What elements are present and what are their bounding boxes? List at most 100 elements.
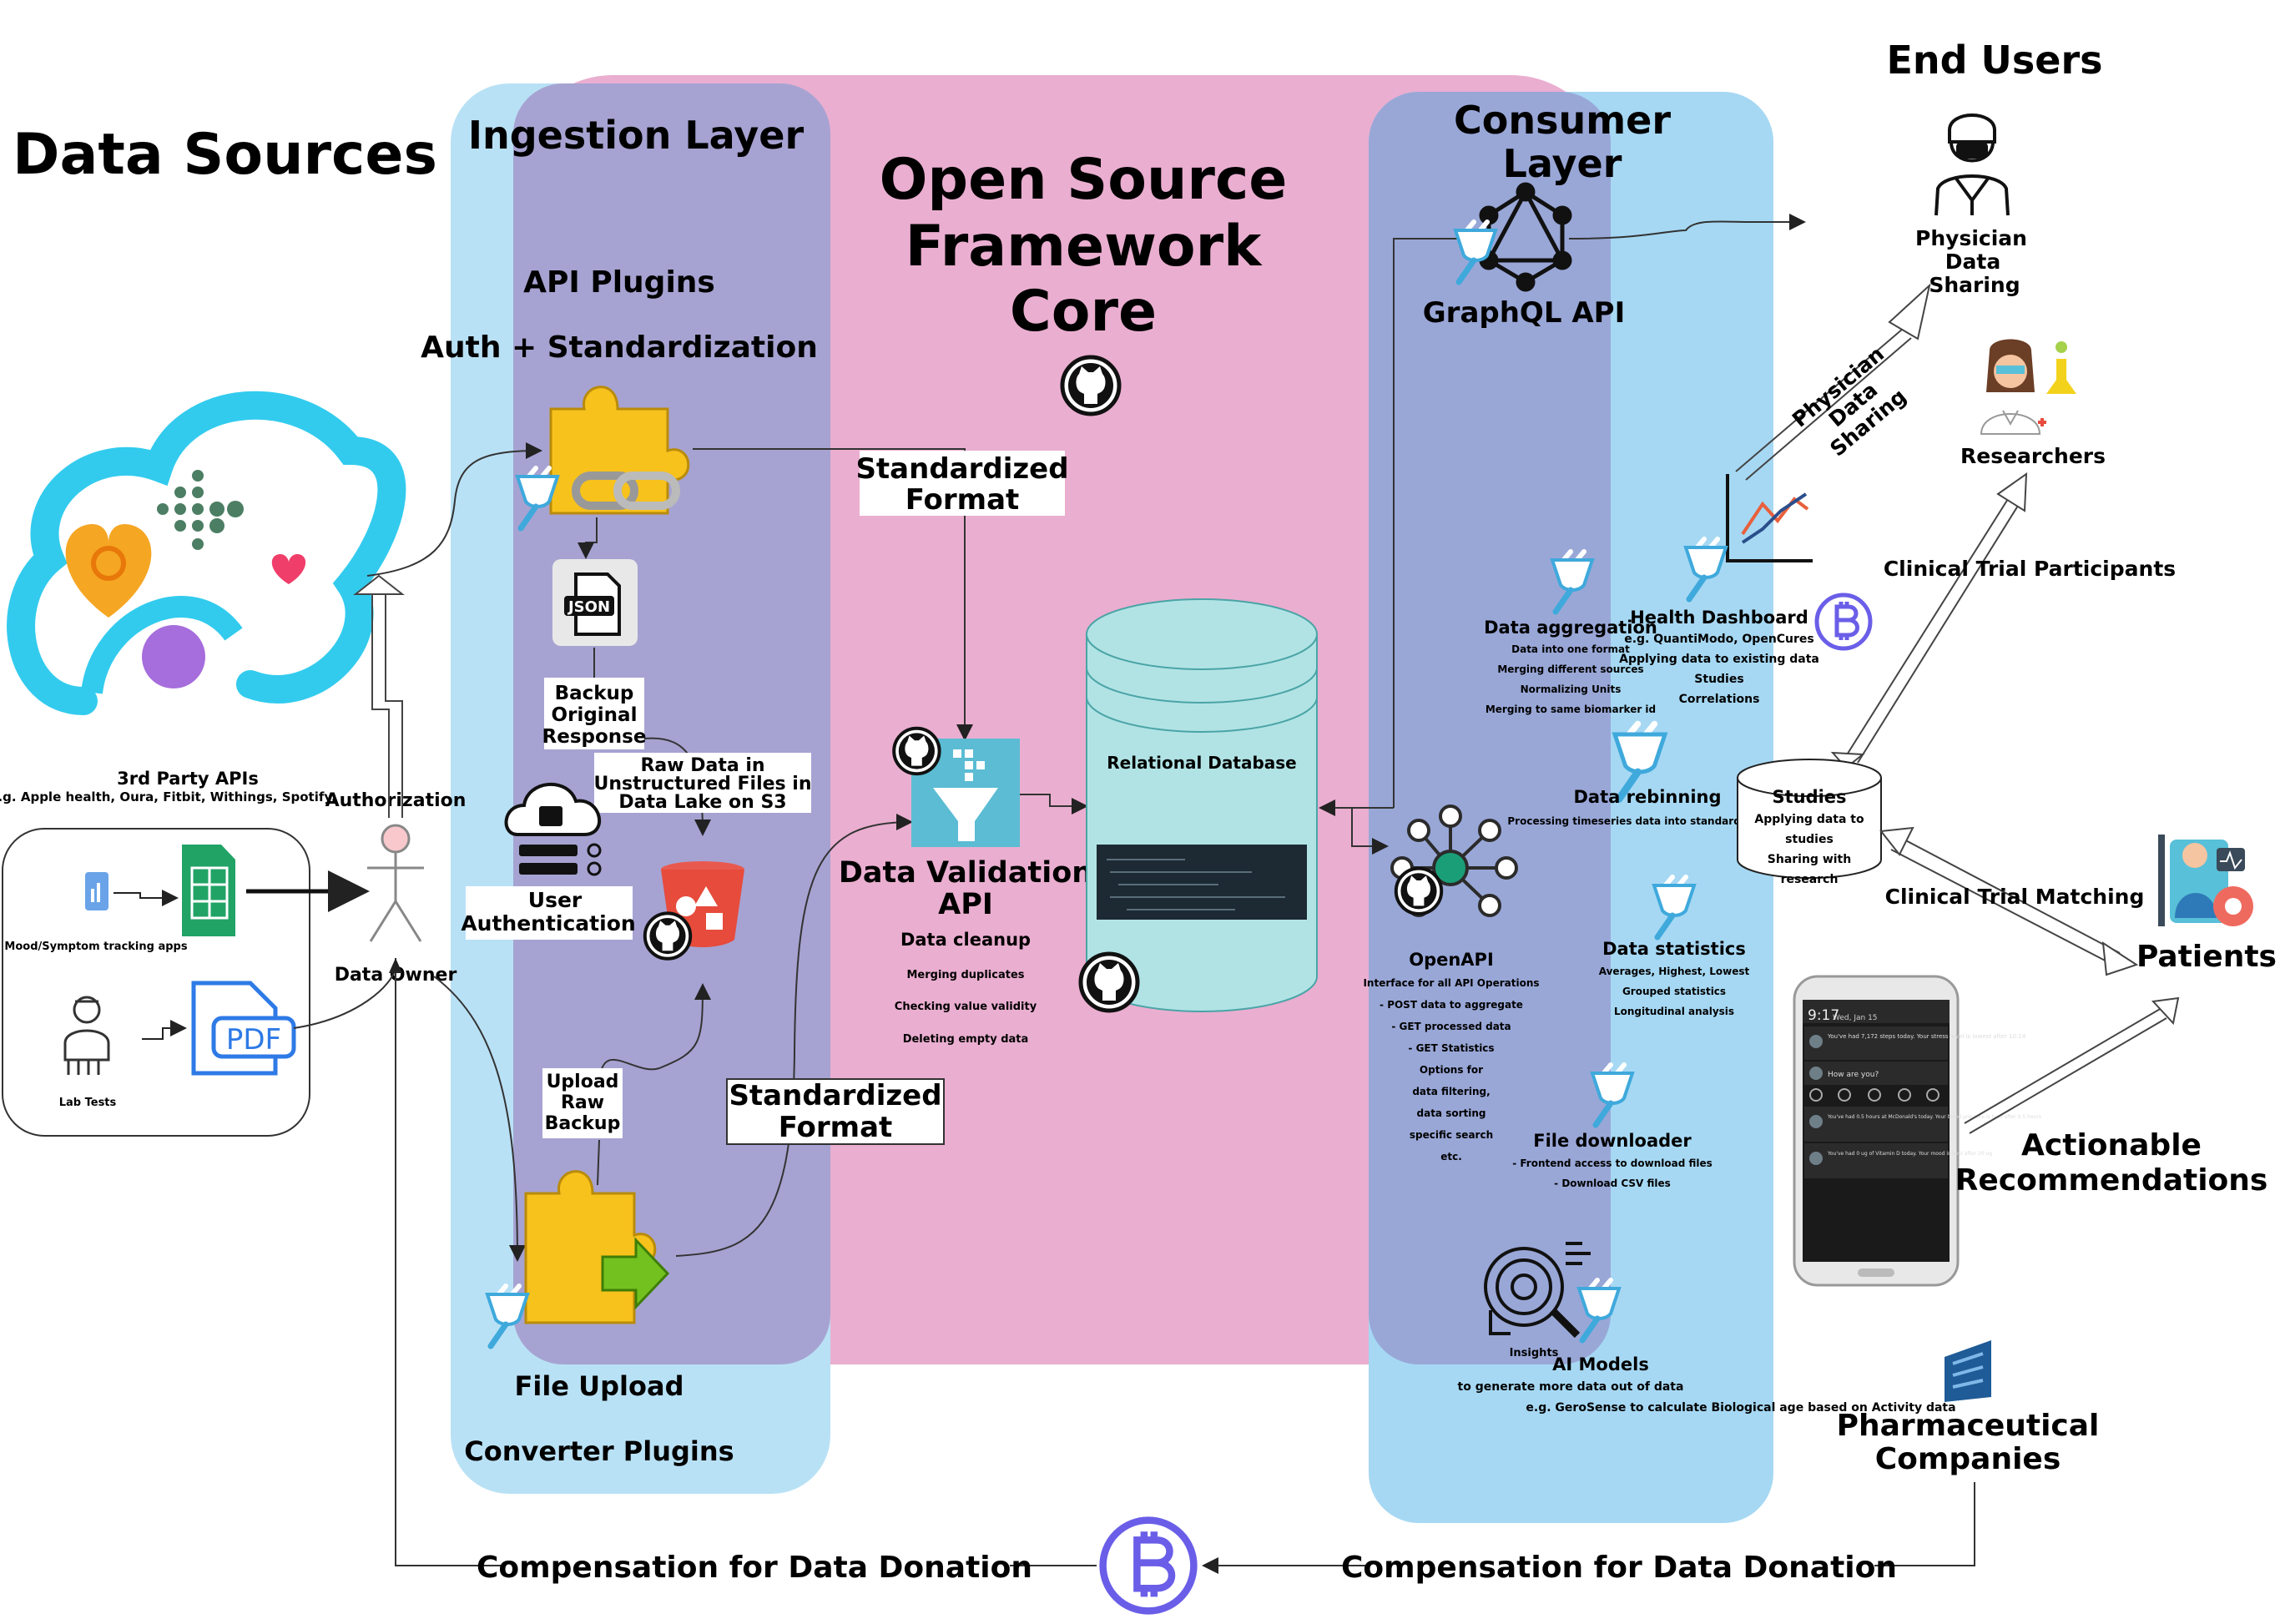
- svg-text:Format: Format: [779, 1111, 893, 1144]
- lab-technician-icon: [63, 996, 110, 1075]
- phone-message-4: You've had 0 ug of Vitamin D today. Your…: [1827, 1151, 1992, 1157]
- converter-plugins-label: Converter Plugins: [464, 1435, 734, 1467]
- insights-icon: [1484, 1242, 1591, 1339]
- svg-text:Sharing with: Sharing with: [1768, 853, 1851, 866]
- studies-to-researchers-arrowhead: [1996, 472, 2028, 512]
- bitcoin-to-owner-line: [395, 958, 1097, 1566]
- file-upload-label: File Upload: [515, 1370, 684, 1402]
- svg-text:Raw Data in: Raw Data in: [640, 755, 764, 776]
- physician-icon: [1934, 113, 2010, 216]
- svg-text:Data cleanup: Data cleanup: [900, 930, 1031, 950]
- svg-text:Grouped statistics: Grouped statistics: [1622, 986, 1726, 997]
- openapi-title: OpenAPI: [1409, 950, 1494, 970]
- raw-data-label: Raw Data in Unstructured Files in Data L…: [593, 753, 812, 813]
- file-upload-to-validation-arrow: [675, 814, 913, 1257]
- api-plugin-to-validation-arrow: [693, 448, 973, 741]
- recommendations-label-1: Actionable: [2021, 1128, 2202, 1163]
- statistics-items: Averages, Highest, Lowest Grouped statis…: [1599, 966, 1750, 1017]
- relational-database-label: Relational Database: [1107, 753, 1296, 773]
- svg-text:specific search: specific search: [1410, 1129, 1493, 1141]
- bitcoin-icon: [1103, 1521, 1194, 1611]
- phone-message-2: How are you?: [1828, 1071, 1879, 1079]
- svg-text:Backup: Backup: [545, 1113, 621, 1134]
- spreadsheet-icon: [182, 845, 235, 936]
- lab-arrow: [142, 1020, 187, 1040]
- trial-matching-arrow: [1890, 835, 2121, 966]
- svg-text:Format: Format: [905, 483, 1020, 517]
- validation-title-2: API: [938, 888, 993, 921]
- user-authentication-label: User Authentication: [461, 886, 636, 940]
- downloader-title: File downloader: [1533, 1131, 1692, 1151]
- studies-title: Studies: [1772, 787, 1846, 807]
- svg-text:e.g. QuantiModo, OpenCures: e.g. QuantiModo, OpenCures: [1624, 633, 1814, 646]
- svg-text:Longitudinal analysis: Longitudinal analysis: [1614, 1006, 1734, 1017]
- physician-label-2: Data: [1945, 250, 2000, 274]
- dashboard-items: e.g. QuantiModo, OpenCures Applying data…: [1619, 633, 1819, 706]
- svg-text:Standardized: Standardized: [855, 452, 1068, 486]
- compensation-right-label: Compensation for Data Donation: [1341, 1551, 1897, 1585]
- trial-matching-arrowhead-right: [2101, 941, 2139, 976]
- svg-text:Merging duplicates: Merging duplicates: [906, 969, 1024, 981]
- svg-text:Checking value validity: Checking value validity: [895, 1001, 1037, 1013]
- svg-text:Backup: Backup: [555, 683, 634, 704]
- database-to-openapi-arrow: [1351, 808, 1389, 855]
- validation-to-database-arrow: [1020, 794, 1088, 815]
- lab-tests-label: Lab Tests: [59, 1097, 117, 1109]
- svg-text:Authentication: Authentication: [461, 911, 635, 936]
- owner-to-file-upload-arrow: [433, 976, 526, 1262]
- graphql-to-physician-arrow: [1568, 214, 1806, 240]
- pdf-icon: PDF: [191, 981, 296, 1076]
- purple-ball-icon: [142, 625, 205, 688]
- backup-original-label: Backup Original Response: [542, 678, 647, 749]
- ai-models-items: to generate more data out of data e.g. G…: [1458, 1380, 1956, 1415]
- trial-matching-label: Clinical Trial Matching: [1885, 885, 2145, 909]
- api-plugin-puzzle-icon: [549, 386, 690, 515]
- mood-tracking-label: Mood/Symptom tracking apps: [4, 941, 187, 953]
- studies-to-researchers-arrow: [1845, 498, 2019, 764]
- svg-text:Merging to same biomarker id: Merging to same biomarker id: [1486, 704, 1656, 715]
- api-plugins-label: API Plugins: [523, 265, 715, 300]
- phone-message-3: You've had 0.5 hours at McDonald's today…: [1827, 1114, 2041, 1120]
- core-heading-2: Framework: [905, 214, 1264, 280]
- smartphone: 9:17 Wed, Jan 15 You've had 7,172 steps …: [1793, 975, 2041, 1287]
- studies-cylinder: [1737, 759, 1882, 879]
- downloader-items: - Frontend access to download files - Do…: [1512, 1157, 1713, 1189]
- recommendations-label-2: Recommendations: [1955, 1163, 2268, 1198]
- json-file-icon: JSON: [552, 559, 638, 646]
- patients-label: Patients: [2136, 940, 2277, 974]
- svg-text:Unstructured Files in: Unstructured Files in: [593, 774, 811, 794]
- heart-health-icon: [65, 524, 152, 618]
- cloud-to-api-plugin-arrow: [366, 442, 542, 577]
- graphql-label: GraphQL API: [1423, 296, 1625, 330]
- svg-text:Upload: Upload: [547, 1072, 619, 1092]
- ingestion-heading: Ingestion Layer: [468, 113, 805, 158]
- pharma-label-1: Pharmaceutical: [1837, 1409, 2100, 1443]
- trial-participants-label: Clinical Trial Participants: [1884, 557, 2176, 581]
- upload-backup-to-s3-arrow: [598, 983, 711, 1086]
- graphql-icon: [1479, 182, 1572, 292]
- api-plugin-to-json-arrow: [578, 517, 598, 559]
- json-icon-text: JSON: [567, 598, 610, 616]
- svg-text:data sorting: data sorting: [1417, 1107, 1486, 1119]
- mood-arrow: [113, 890, 179, 906]
- standardized-format-label-2: Standardized Format: [726, 1078, 945, 1145]
- relational-database-cylinder: [1086, 598, 1318, 1012]
- core-heading-1: Open Source: [880, 147, 1288, 213]
- svg-text:Original: Original: [552, 704, 638, 726]
- phone-to-patients-arrow: [1964, 1007, 2167, 1134]
- third-party-apis-sub: e.g. Apple health, Oura, Fitbit, Withing…: [0, 789, 336, 804]
- aggregation-items: Data into one format Merging different s…: [1486, 643, 1656, 715]
- lock-cloud-icon: [504, 782, 602, 876]
- phone-time: 9:17: [1808, 1007, 1839, 1024]
- svg-text:Correlations: Correlations: [1679, 693, 1760, 706]
- statistics-title: Data statistics: [1602, 939, 1746, 959]
- svg-text:to generate more data out of d: to generate more data out of data: [1458, 1380, 1684, 1394]
- validation-title-1: Data Validation: [839, 856, 1092, 890]
- svg-text:etc.: etc.: [1440, 1151, 1462, 1163]
- svg-text:Applying data to existing data: Applying data to existing data: [1619, 653, 1819, 666]
- cloud-icon: [7, 391, 406, 715]
- owner-return-arrowhead: [389, 958, 402, 973]
- auth-standardization-label: Auth + Standardization: [421, 330, 818, 365]
- svg-text:Response: Response: [542, 726, 647, 748]
